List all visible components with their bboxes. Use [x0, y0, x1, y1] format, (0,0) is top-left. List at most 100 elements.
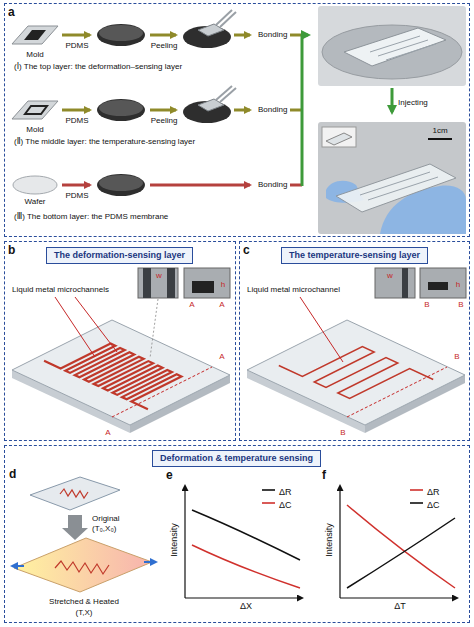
section-label: B	[454, 352, 459, 362]
deformation-layer-model-part	[12, 320, 230, 425]
section-label: B	[340, 428, 345, 438]
dimension-label: h	[221, 280, 225, 290]
deformation-layer-model-part	[112, 367, 212, 417]
legend-text: ΔR	[427, 487, 440, 497]
row-two-process-part	[220, 88, 236, 102]
deformation-layer-model-part	[192, 281, 214, 293]
deformation-layer-model-part	[150, 299, 158, 358]
deformation-layer-model-part	[55, 297, 95, 357]
temperature-layer-model-part	[279, 336, 433, 410]
deformation-layer-model	[12, 268, 230, 433]
header-text: The temperature-sensing layer	[289, 250, 420, 261]
deformation-layer-model-part-part	[44, 336, 198, 409]
panel-letter: c	[243, 243, 250, 257]
step-label: PDMS	[65, 41, 88, 51]
hand-photo	[318, 122, 466, 234]
step-label: PDMS	[65, 116, 88, 126]
merge-arrows-part	[301, 34, 304, 186]
step-label: Mold	[26, 125, 43, 135]
stretch-heat-sketch-part	[62, 515, 88, 540]
row-three-process-part	[290, 184, 302, 187]
scale-label: 1cm	[432, 126, 447, 136]
step-label: Wafer	[24, 197, 45, 207]
legend-line	[410, 484, 424, 495]
merge-arrows-part	[302, 34, 308, 37]
row-two-process-part	[290, 109, 302, 112]
temperature-layer-model-part	[300, 297, 343, 362]
row-three-process-part	[150, 184, 250, 187]
legend-row: ΔC	[262, 497, 292, 511]
legend-line-stroke	[410, 502, 423, 504]
temperature-layer-model-part	[402, 268, 408, 298]
legend-row: ΔC	[410, 497, 440, 511]
row-one-process-part	[290, 34, 302, 37]
row-one-process-part	[97, 24, 145, 46]
stretch-heat-sketch-part	[60, 489, 88, 498]
step-label: Peeling	[151, 116, 178, 126]
row-three-process-part	[97, 174, 145, 196]
panel-letter: b	[8, 243, 15, 257]
row-three-process-part	[13, 176, 57, 194]
dimension-label: w	[387, 271, 393, 281]
legend-line-stroke	[262, 489, 275, 491]
row-two-process-part	[234, 109, 250, 112]
row-one-process-part	[99, 25, 143, 41]
stretch-heat-sketch-part	[55, 561, 109, 574]
device-photo-part	[322, 25, 462, 79]
legend-line	[262, 497, 276, 508]
row-two-process-part	[150, 109, 176, 112]
legend-line	[262, 484, 276, 495]
step-label: Peeling	[151, 41, 178, 51]
legend-row: ΔR	[410, 484, 440, 498]
device-photo-part	[318, 6, 466, 86]
header-text: Deformation & temperature sensing	[160, 453, 313, 464]
hand-photo-part	[428, 138, 452, 140]
legend-line-stroke	[410, 489, 423, 491]
row-one-process-part	[234, 34, 250, 37]
panel-frame: bThe deformation-sensing layer	[4, 241, 236, 441]
legend-line	[410, 497, 424, 508]
row-two-process-part	[97, 99, 145, 121]
merge-arrows-part	[391, 88, 394, 112]
row-two-process-part	[25, 106, 47, 114]
row-three-process-part	[99, 175, 143, 191]
callout-label: Liquid metal microchannels	[12, 285, 109, 295]
row-one-process-part	[150, 34, 176, 37]
legend-text: ΔC	[427, 500, 440, 510]
hand-photo-part	[336, 164, 456, 212]
row-two-process-part	[12, 101, 58, 119]
panel-letter: a	[8, 5, 15, 19]
hand-photo-part	[322, 127, 356, 147]
state-label: (T,X)	[76, 608, 93, 618]
step-label: Bonding	[258, 30, 287, 40]
temperature-layer-model-part-part	[279, 336, 433, 410]
layer-caption: (Ⅰ) The top layer: the deformation–sensi…	[14, 62, 182, 72]
device-photo-part	[378, 40, 428, 56]
axis-label: ΔX	[240, 601, 252, 612]
axis-label: Intensity	[324, 523, 335, 557]
row-one-process-part	[220, 12, 236, 27]
state-label: Stretched & Heated	[49, 597, 119, 607]
stretch-heat-sketch-part	[144, 561, 156, 563]
chart-f-part	[339, 486, 340, 598]
stretch-heat-sketch-part	[12, 565, 24, 567]
deformation-layer-model-part	[138, 268, 178, 298]
header-text: The deformation-sensing layer	[54, 250, 185, 261]
chart-e-part	[185, 597, 302, 598]
hand-photo-part	[326, 133, 352, 145]
deformation-layer-model-part	[143, 268, 151, 298]
row-one-process-part	[12, 26, 58, 44]
chart-e	[185, 486, 302, 598]
panel-letter: f	[322, 468, 326, 482]
row-two-process-part	[99, 100, 143, 116]
legend-text: ΔR	[279, 487, 292, 497]
layer-caption: (Ⅱ) The middle layer: the temperature-se…	[14, 137, 195, 147]
device-photo-part	[344, 28, 446, 66]
axis-label: Intensity	[169, 523, 180, 557]
chart-f-part	[347, 518, 455, 588]
step-label: Mold	[26, 50, 43, 60]
callout-label: Liquid metal microchannel	[247, 285, 340, 295]
panel-letter: d	[9, 467, 16, 481]
chart-f	[340, 486, 457, 598]
stretch-heat-sketch-part	[14, 538, 152, 592]
